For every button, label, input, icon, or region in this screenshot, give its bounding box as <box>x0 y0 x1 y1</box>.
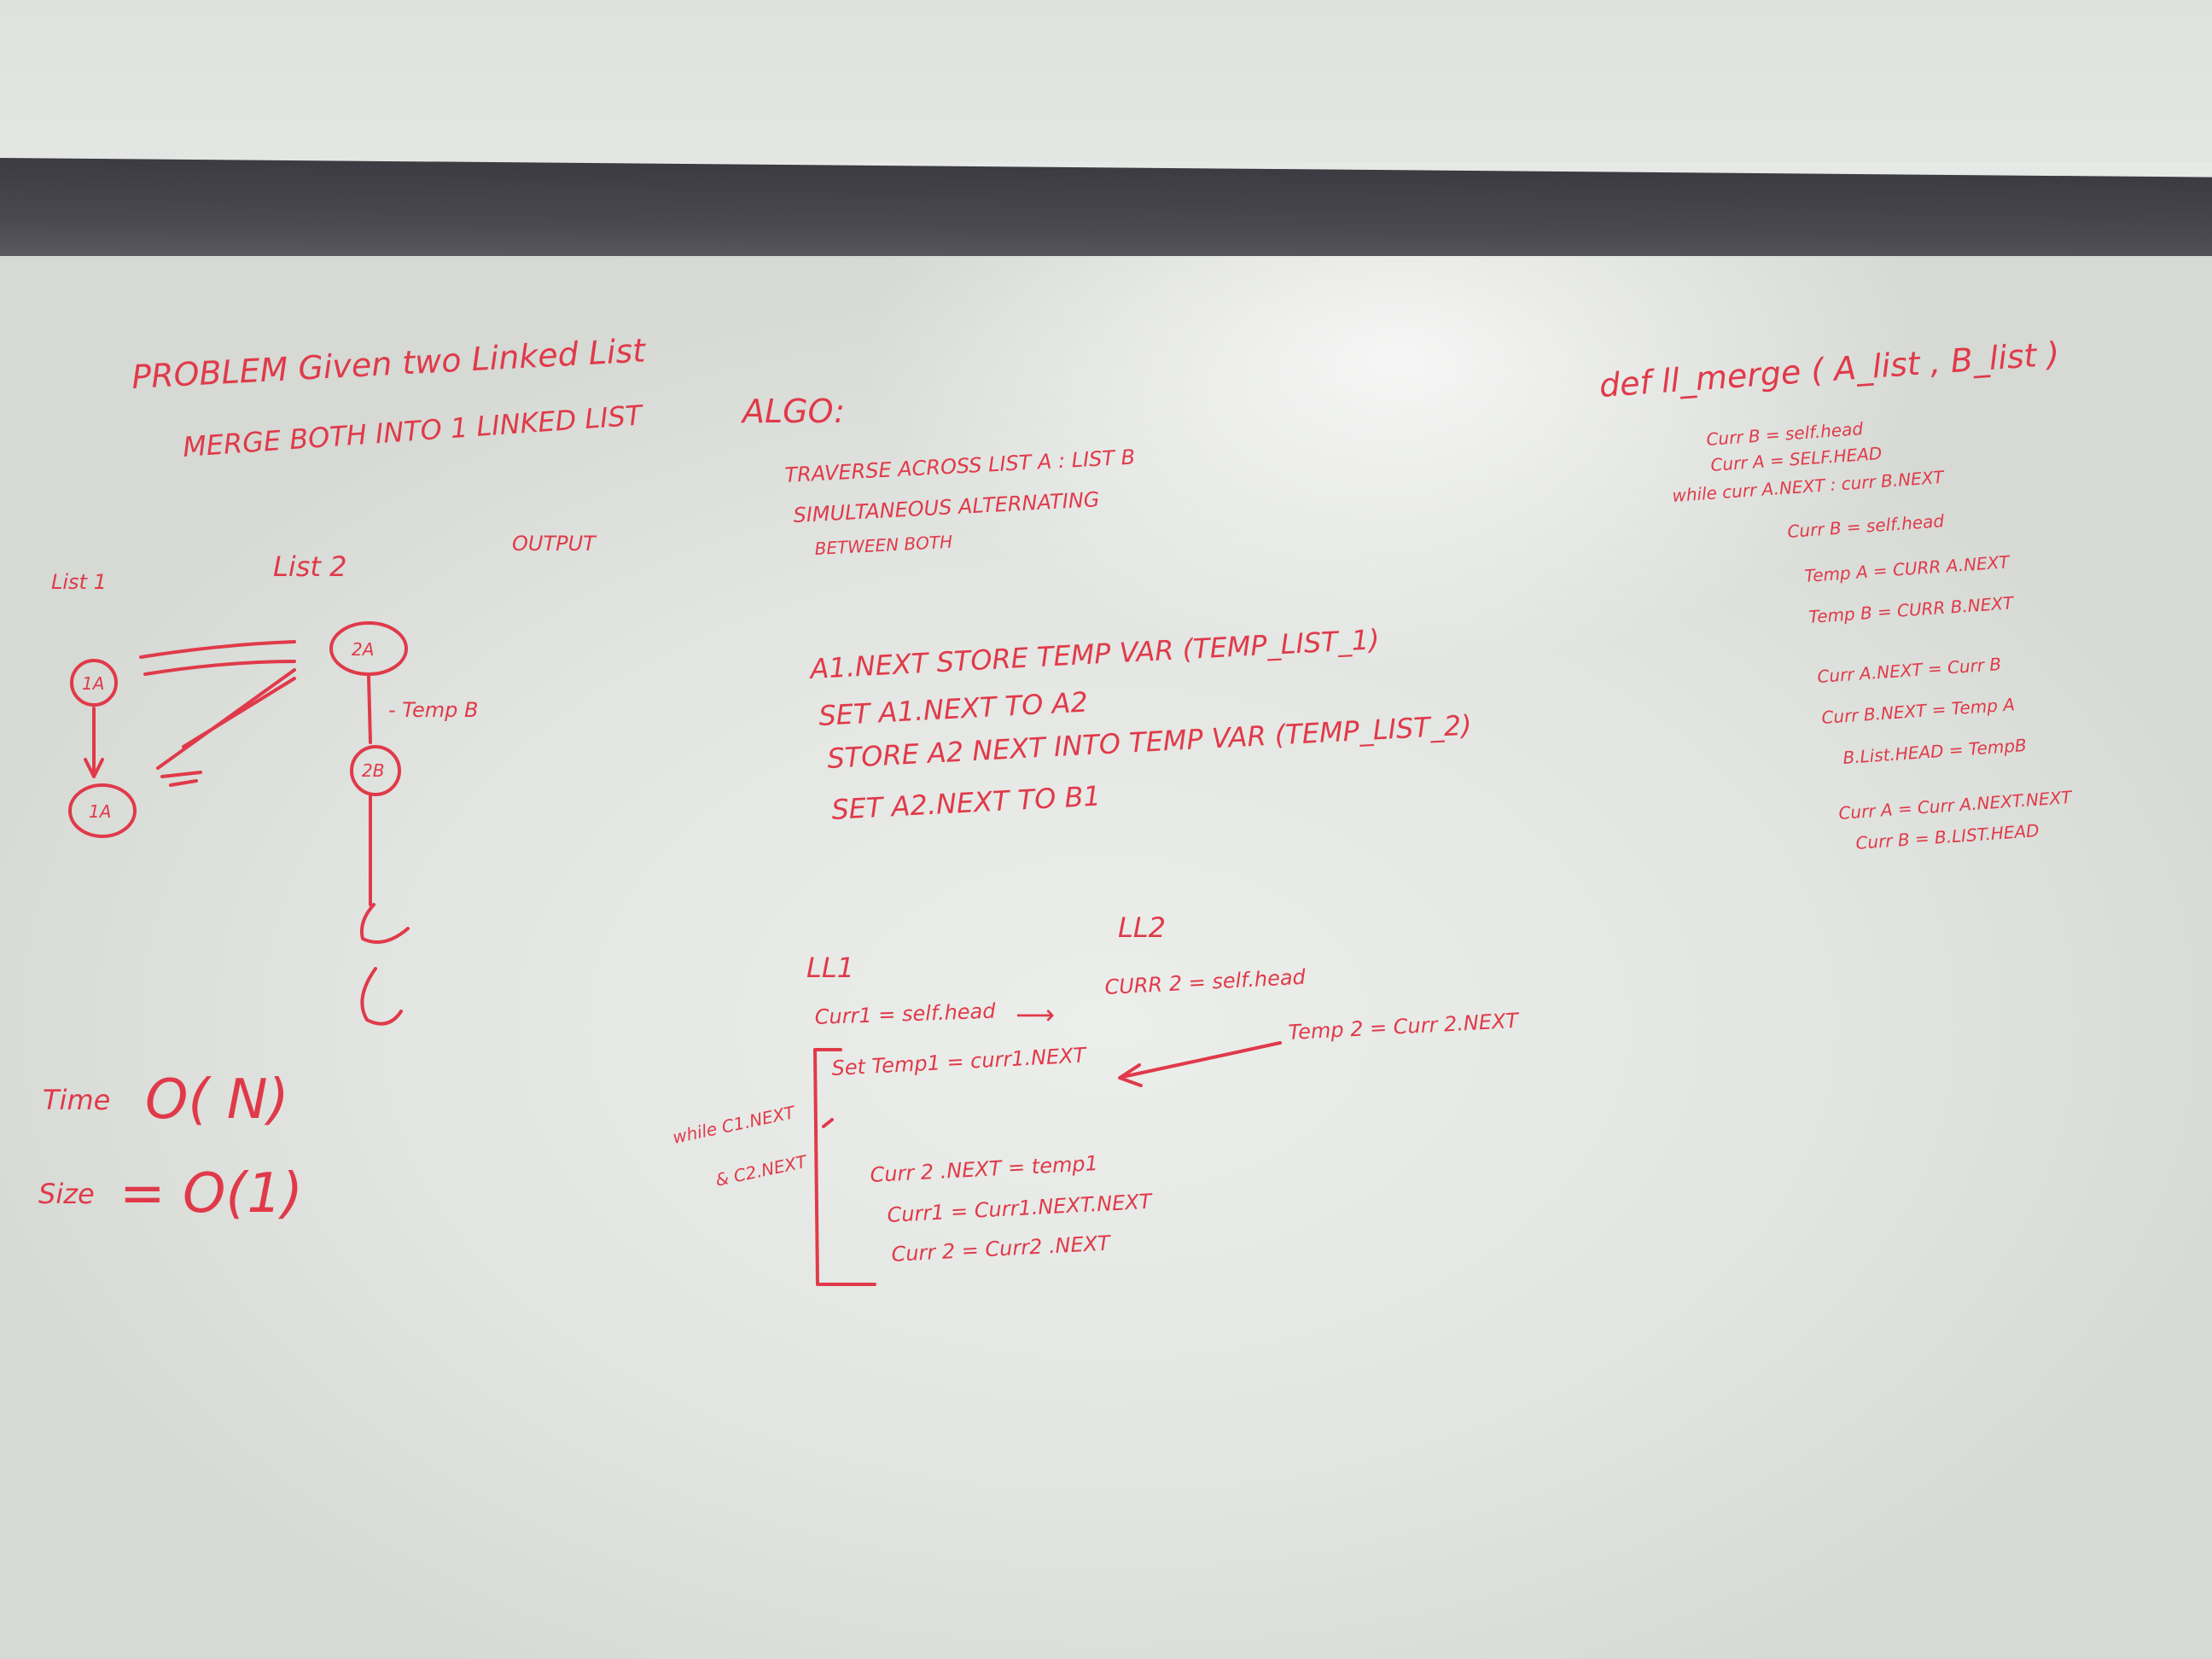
fn-line-5: Temp A = CURR A.NEXT <box>1804 551 2011 586</box>
algo-line-1: TRAVERSE ACROSS LIST A : LIST B <box>784 445 1136 487</box>
node-1a-top: 1A <box>70 659 118 707</box>
while-line-1: while C1.NEXT <box>671 1102 798 1148</box>
ll2-label: LL2 <box>1118 911 1166 944</box>
time-label: Time <box>43 1084 110 1116</box>
wall <box>0 0 2212 162</box>
assign-arrow: ⟶ <box>1016 998 1055 1031</box>
fn-line-10: Curr A = Curr A.NEXT.NEXT <box>1838 787 2074 824</box>
space-value: = O(1) <box>119 1162 303 1225</box>
node-label: 2B <box>362 760 384 781</box>
arrow-temp2-to-temp1 <box>1121 1041 1282 1079</box>
algo-title: ALGO: <box>740 393 845 430</box>
problem-line-1: PROBLEM Given two Linked List <box>131 331 648 396</box>
arrow-2a-to-2b <box>367 674 372 744</box>
time-value: O( N) <box>145 1068 289 1132</box>
arrow-list1-to-list2-b <box>143 660 296 676</box>
while-line-2: & C2.NEXT <box>713 1150 810 1190</box>
body-line-1: Curr 2 .NEXT = temp1 <box>870 1151 1099 1187</box>
fn-line-8: Curr B.NEXT = Temp A <box>1821 694 2016 728</box>
fn-line-9: B.List.HEAD = TempB <box>1842 735 2028 768</box>
arrowhead <box>1118 1063 1143 1087</box>
arrow-list2-to-list1-b <box>182 677 296 748</box>
arrow-list1-to-list2 <box>139 640 296 659</box>
fn-line-7: Curr A.NEXT = Curr B <box>1817 654 2002 687</box>
while-bracket <box>813 1048 876 1286</box>
algo-line-3: BETWEEN BOTH <box>814 532 953 559</box>
temp2-line: Temp 2 = Curr 2.NEXT <box>1288 1009 1521 1045</box>
fn-line-6: Temp B = CURR B.NEXT <box>1808 592 2016 627</box>
algo-step-4: SET A2.NEXT TO B1 <box>830 780 1101 826</box>
fn-line-2: Curr A = SELF.HEAD <box>1710 443 1883 475</box>
temp-b-label: - Temp B <box>388 698 478 722</box>
algo-step-1: A1.NEXT STORE TEMP VAR (TEMP_LIST_1) <box>807 623 1380 685</box>
function-signature: def ll_merge ( A_list , B_list ) <box>1598 335 2061 405</box>
node-1a-bottom: 1A <box>68 783 137 838</box>
bracket-tick <box>822 1118 834 1128</box>
space-label: Size <box>38 1178 95 1210</box>
node-2b: 2B <box>350 745 401 796</box>
list1-label: List 1 <box>51 570 107 594</box>
set-temp1-line: Set Temp1 = curr1.NEXT <box>831 1043 1088 1080</box>
problem-line-2: MERGE BOTH INTO 1 LINKED LIST <box>182 399 645 463</box>
body-line-2: Curr1 = Curr1.NEXT.NEXT <box>887 1190 1155 1227</box>
node-2a: 2A <box>329 621 408 676</box>
node-label: 1A <box>89 801 111 822</box>
list2-label: List 2 <box>273 550 346 583</box>
algo-step-2: SET A1.NEXT TO A2 <box>818 686 1088 732</box>
whiteboard <box>0 256 2212 1659</box>
node-label: 1A <box>82 673 104 694</box>
arrowhead <box>84 758 104 778</box>
output-label: OUTPUT <box>512 532 597 556</box>
ll1-label: LL1 <box>806 952 854 984</box>
fn-line-4: Curr B = self.head <box>1787 510 1945 542</box>
node-label: 2A <box>352 639 374 660</box>
fn-line-11: Curr B = B.LIST.HEAD <box>1855 820 2040 853</box>
list2-loop-2 <box>360 967 403 1026</box>
list2-loop-1 <box>359 903 410 944</box>
body-line-3: Curr 2 = Curr2 .NEXT <box>891 1231 1113 1266</box>
ground-mark <box>160 771 202 787</box>
algo-line-2: SIMULTANEOUS ALTERNATING <box>793 487 1100 527</box>
curr2-line: CURR 2 = self.head <box>1104 965 1307 999</box>
curr1-line: Curr1 = self.head <box>814 999 996 1029</box>
